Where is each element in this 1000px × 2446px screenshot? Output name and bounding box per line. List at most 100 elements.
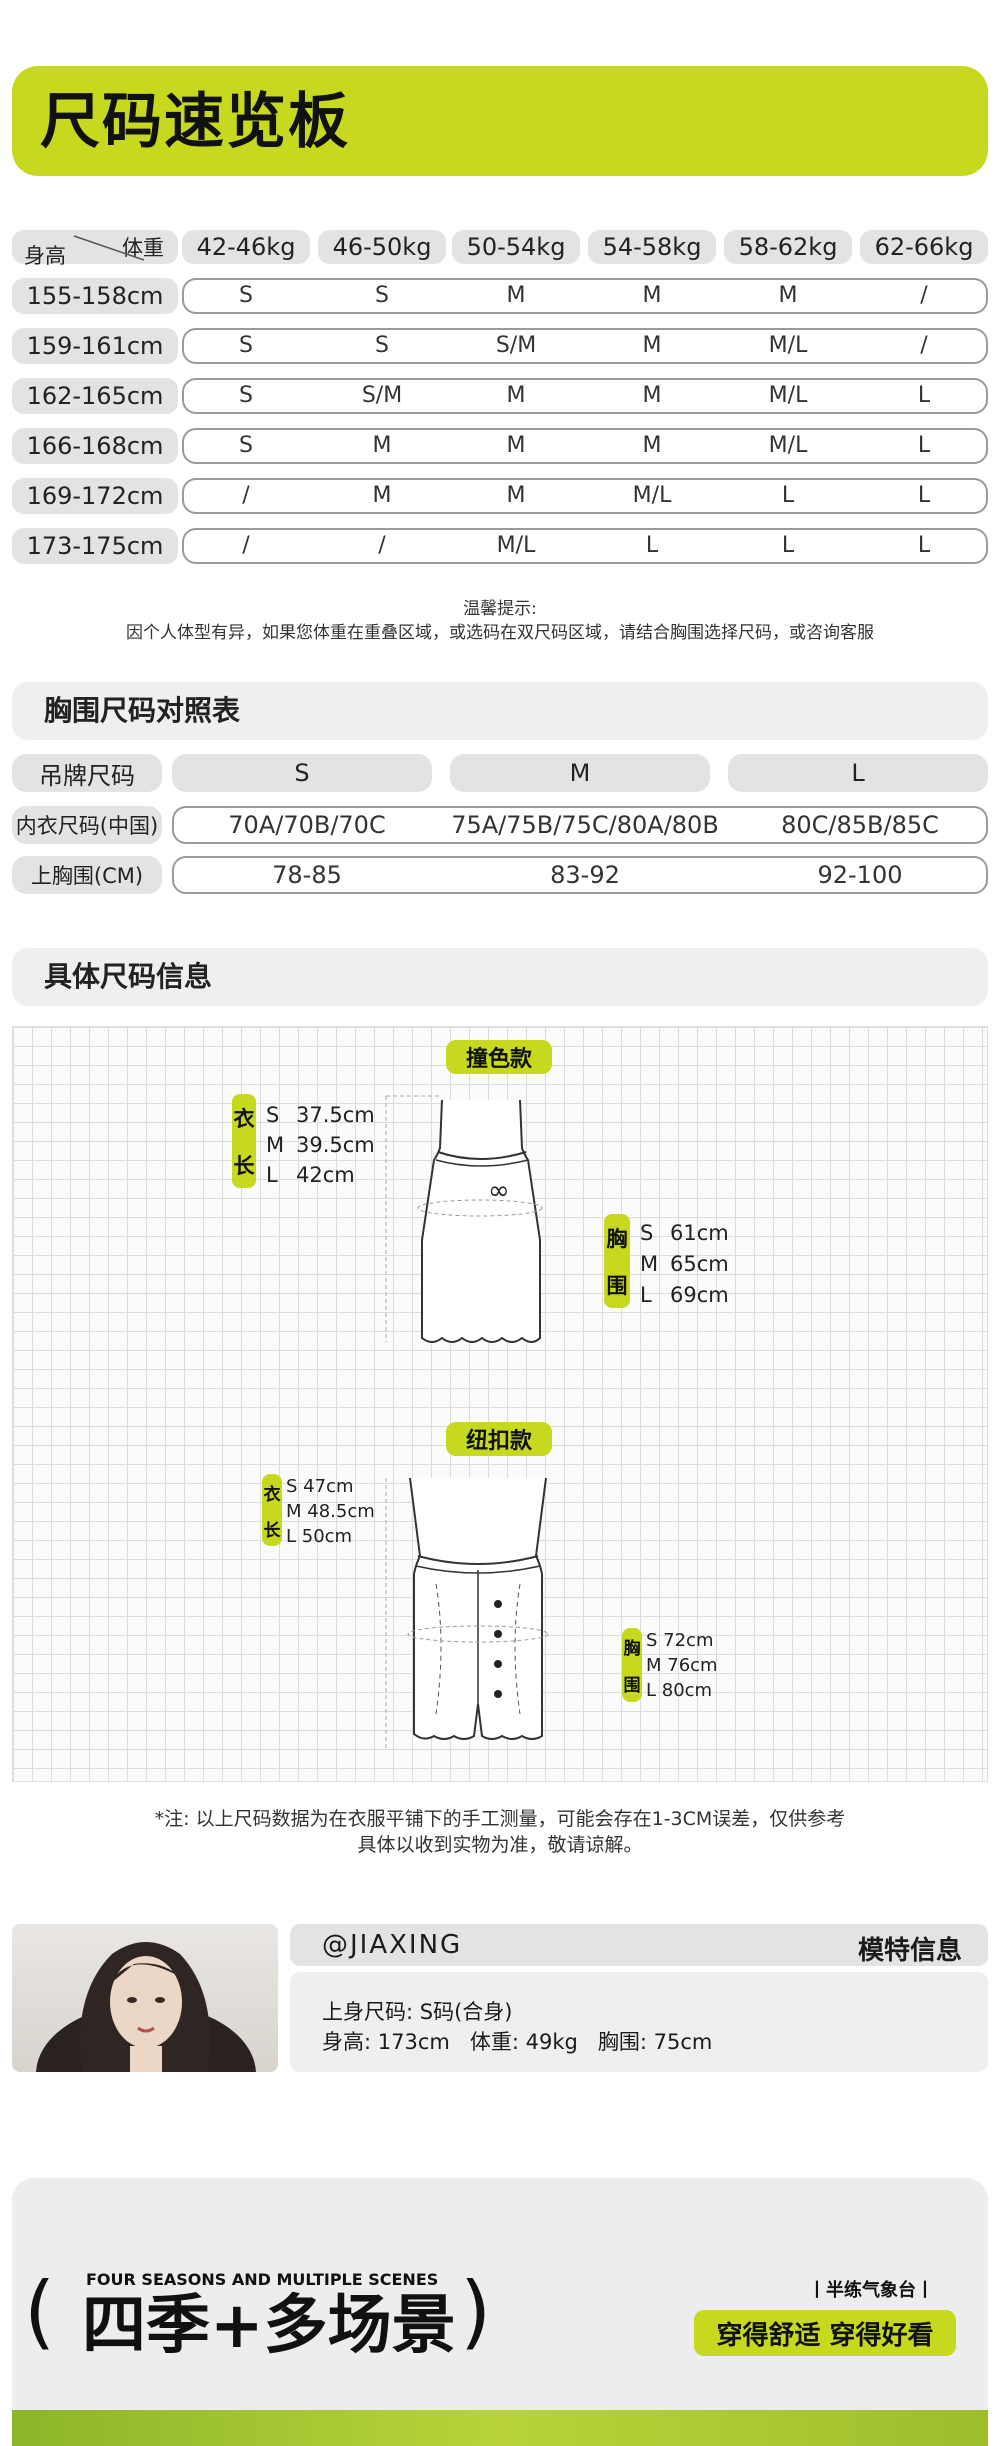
size-cell: M: [778, 283, 798, 308]
len-value: 37.5cm: [296, 1103, 375, 1127]
detail-section-title: 具体尺码信息: [44, 960, 213, 993]
camisole-illustration: [385, 1095, 543, 1343]
height-label: 155-158cm: [12, 278, 178, 314]
header-banner: [12, 66, 988, 176]
len-row: L 50cm: [286, 1526, 353, 1547]
size-cell: M: [372, 483, 392, 508]
upper-bust-m: 83-92: [550, 861, 620, 889]
size-cell: M: [372, 433, 392, 458]
right-paren: ): [460, 2265, 492, 2358]
corner-divider: [73, 235, 145, 261]
size-cell: /: [920, 333, 928, 358]
len-row: S 47cm: [286, 1476, 354, 1497]
weight-header: 46-50kg: [318, 230, 446, 264]
bra-size-m: 75A/75B/75C/80A/80B: [451, 811, 719, 839]
len-size: M: [266, 1133, 285, 1157]
model-portrait-image: [36, 1942, 256, 2072]
height-label: 162-165cm: [12, 378, 178, 414]
button-camisole-illustration: [385, 1477, 549, 1750]
height-label: 166-168cm: [12, 428, 178, 464]
style2-bust-tag: 胸 围: [622, 1628, 642, 1702]
size-cell: M/L: [768, 383, 808, 408]
size-cell: M/L: [632, 483, 672, 508]
size-cell: L: [781, 483, 795, 508]
size-row: [182, 428, 988, 464]
size-cell: /: [242, 483, 250, 508]
style2-tag: 纽扣款: [446, 1422, 552, 1456]
tip-title: 温馨提示:: [463, 599, 537, 619]
bust-section-header: [12, 682, 988, 740]
upper-bust-row: 78-85 83-92 92-100: [172, 856, 988, 894]
row-label-upper-bust: 上胸围(CM): [12, 856, 162, 894]
slogan-badge: 穿得舒适 穿得好看: [694, 2310, 956, 2356]
size-cell: /: [242, 533, 250, 558]
len-size: L: [266, 1163, 278, 1187]
height-label: 169-172cm: [12, 478, 178, 514]
style1-length-tag: 衣 长: [232, 1094, 256, 1188]
size-cell: M: [642, 433, 662, 458]
measure-note-2: 具体以收到实物为准，敬请谅解。: [357, 1834, 643, 1856]
size-cell: L: [917, 533, 931, 558]
bust-char-2: 围: [606, 1273, 628, 1298]
length-char-1: 衣: [263, 1484, 281, 1505]
size-row: [182, 328, 988, 364]
bust-size-l: L: [728, 754, 988, 792]
size-cell: L: [781, 533, 795, 558]
size-cell: M/L: [496, 533, 536, 558]
size-cell: M/L: [768, 333, 808, 358]
bra-size-row: 70A/70B/70C 75A/75B/75C/80A/80B 80C/85B/…: [172, 806, 988, 844]
bust-row: S 72cm: [646, 1630, 714, 1651]
left-paren: (: [24, 2265, 56, 2358]
size-cell: S: [239, 383, 253, 408]
bust-row: M 76cm: [646, 1655, 718, 1676]
size-cell: M: [642, 383, 662, 408]
size-cell: S: [375, 333, 389, 358]
bust-value: 65cm: [670, 1252, 729, 1276]
weight-header: 58-62kg: [724, 230, 852, 264]
length-char-1: 衣: [233, 1106, 255, 1131]
height-label: 159-161cm: [12, 328, 178, 364]
style2-length-values: S 47cm M 48.5cm L 50cm: [286, 1474, 375, 1549]
model-header-bar: @JIAXING 模特信息: [290, 1924, 988, 1966]
style2-length-tag: 衣 长: [262, 1474, 282, 1546]
size-cell: S: [239, 333, 253, 358]
len-value: 42cm: [296, 1163, 355, 1187]
style1-tag: 撞色款: [446, 1040, 552, 1074]
bust-char-1: 胸: [623, 1639, 641, 1659]
style1-bust-tag: 胸 围: [604, 1214, 630, 1308]
size-cell: S: [239, 433, 253, 458]
weight-header: 42-46kg: [182, 230, 310, 264]
bust-char-2: 围: [623, 1676, 641, 1696]
size-cell: L: [917, 483, 931, 508]
size-cell: M: [506, 383, 526, 408]
length-char-2: 长: [233, 1153, 255, 1178]
brand-label: 丨半练气象台丨: [808, 2280, 934, 2301]
page-title: 尺码速览板: [40, 87, 350, 157]
size-cell: L: [917, 383, 931, 408]
detail-section-header: [12, 948, 988, 1006]
upper-bust-s: 78-85: [272, 861, 342, 889]
scene-title: 四季+多场景: [82, 2289, 456, 2363]
size-row: [182, 278, 988, 314]
model-handle: @JIAXING: [322, 1930, 463, 1960]
size-cell: /: [920, 283, 928, 308]
size-cell: M: [506, 483, 526, 508]
model-stats-line: 身高: 173cm 体重: 49kg 胸围: 75cm: [322, 2030, 713, 2054]
weight-header: 62-66kg: [860, 230, 988, 264]
len-value: 39.5cm: [296, 1133, 375, 1157]
weight-header: 54-58kg: [588, 230, 716, 264]
logo-glyph: ∞: [488, 1176, 510, 1206]
bra-size-l: 80C/85B/85C: [781, 811, 939, 839]
row-label-tag-size: 吊牌尺码: [12, 754, 162, 792]
row-label-bra-size: 内衣尺码(中国): [12, 806, 162, 844]
size-cell: L: [645, 533, 659, 558]
bust-section-title: 胸围尺码对照表: [44, 694, 241, 727]
bust-size-s: S: [172, 754, 432, 792]
size-row: [182, 478, 988, 514]
size-cell: M/L: [768, 433, 808, 458]
bust-value: 61cm: [670, 1221, 729, 1245]
bra-size-s: 70A/70B/70C: [228, 811, 386, 839]
weight-header: 50-54kg: [452, 230, 580, 264]
len-size: S: [266, 1103, 280, 1127]
